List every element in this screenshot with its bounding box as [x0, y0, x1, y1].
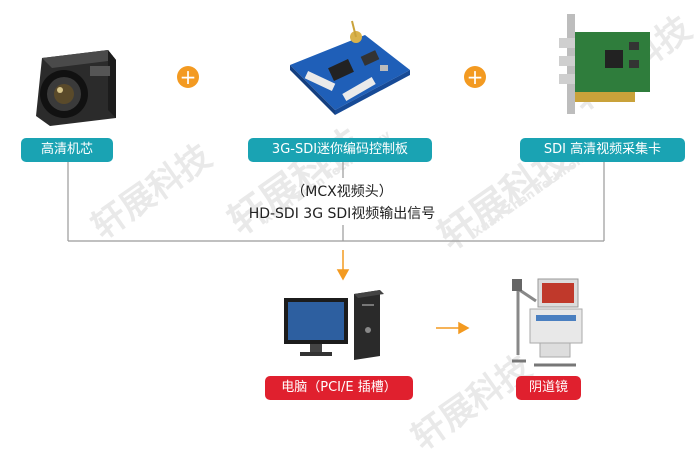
computer-image: [280, 290, 390, 365]
plus-icon-1: +: [177, 66, 199, 88]
signal-line-2: HD-SDI 3G SDI视频输出信号: [0, 203, 692, 223]
capture-card-image: [545, 12, 655, 127]
plus-icon-2: +: [464, 66, 486, 88]
colposcope-image: [500, 275, 595, 373]
label-hd-camera: 高清机芯: [21, 138, 113, 162]
camera-module-image: [20, 30, 120, 130]
mini-board-image: [270, 15, 420, 125]
arrow-right-head: [459, 323, 468, 333]
label-capture-card: SDI 高清视频采集卡: [520, 138, 685, 162]
label-mini-board: 3G-SDI迷你编码控制板: [248, 138, 432, 162]
signal-line-1: （MCX视频头）: [0, 181, 692, 201]
label-colposcope: 阴道镜: [516, 376, 581, 400]
label-computer: 电脑（PCI/E 插槽）: [265, 376, 413, 400]
arrow-down-head: [338, 270, 348, 279]
